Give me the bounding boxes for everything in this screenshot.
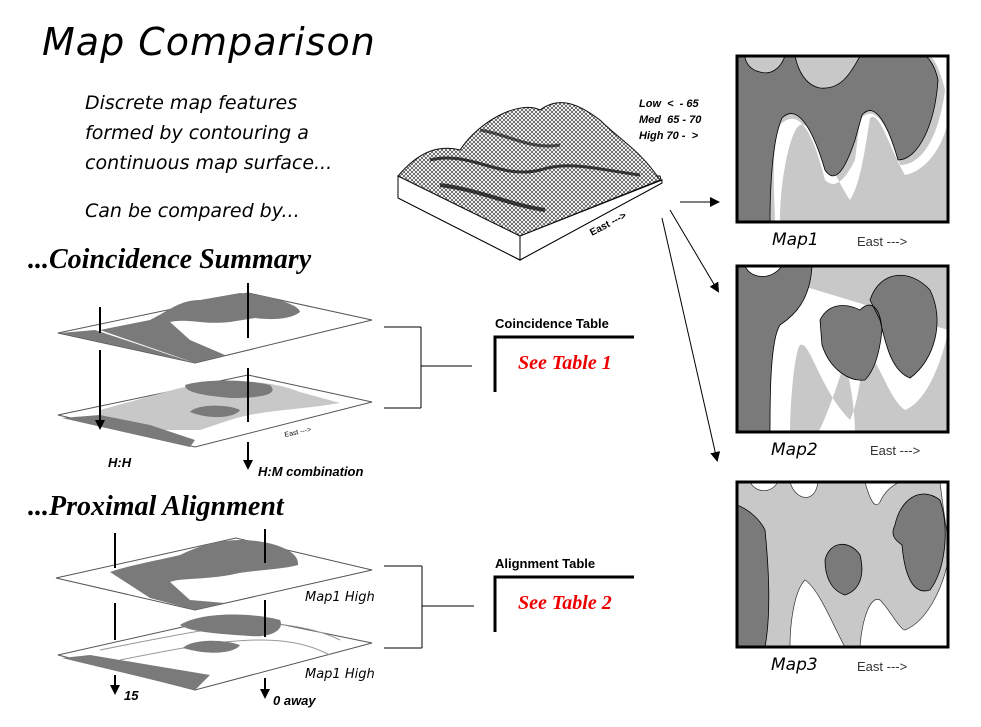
see-table-1-link[interactable]: See Table 1	[518, 352, 612, 374]
coincidence-layer-bottom: East --->	[57, 374, 373, 448]
map1-label: Map1	[772, 230, 819, 250]
coincidence-heading: ...Coincidence Summary	[28, 244, 312, 275]
intro-line: continuous map surface...	[85, 152, 333, 174]
map2-axis-label: East --->	[870, 443, 921, 458]
map2-label: Map2	[771, 440, 818, 460]
map3-axis-label: East --->	[857, 659, 908, 674]
map1-high-bottom-label: Map1 High	[305, 667, 375, 682]
alignment-layer-top	[55, 537, 373, 611]
distance-15-label: 15	[124, 688, 139, 703]
surface-3d-plot: East --->	[397, 102, 663, 261]
coincidence-table-title: Coincidence Table	[495, 316, 609, 331]
intro-text: Discrete map features formed by contouri…	[85, 88, 332, 178]
compared-text: Can be compared by...	[85, 200, 300, 222]
alignment-bracket	[384, 565, 474, 649]
zero-away-label: 0 away	[273, 693, 316, 708]
map1-axis-label: East --->	[857, 234, 908, 249]
legend-item-med: Med 65 - 70	[639, 114, 702, 126]
legend: Low < - 65 Med 65 - 70 High 70 - >	[639, 96, 701, 144]
see-table-2-link[interactable]: See Table 2	[518, 592, 612, 614]
coincidence-bracket	[384, 326, 472, 409]
coincidence-table-frame	[493, 335, 634, 392]
map3-label: Map3	[771, 655, 818, 675]
coincidence-layer-top	[57, 292, 373, 364]
map2-plot	[735, 264, 950, 434]
alignment-heading: ...Proximal Alignment	[28, 491, 284, 522]
page-title: Map Comparison	[42, 20, 376, 64]
map3-plot	[735, 480, 950, 649]
legend-item-low: Low < - 65	[639, 98, 699, 110]
hm-combination-label: H:M combination	[258, 464, 364, 479]
legend-item-high: High 70 - >	[639, 130, 699, 142]
alignment-table-title: Alignment Table	[495, 556, 596, 571]
arrow-to-map2	[669, 209, 720, 293]
arrow-to-map3	[661, 217, 721, 462]
alignment-layer-bottom	[57, 614, 373, 691]
hh-label: H:H	[108, 455, 132, 470]
svg-text:East --->: East --->	[284, 426, 312, 438]
map1-high-top-label: Map1 High	[305, 590, 375, 605]
intro-line: formed by contouring a	[85, 122, 309, 144]
map1-plot	[735, 54, 950, 224]
intro-line: Discrete map features	[85, 92, 298, 114]
alignment-table-frame	[493, 575, 634, 632]
